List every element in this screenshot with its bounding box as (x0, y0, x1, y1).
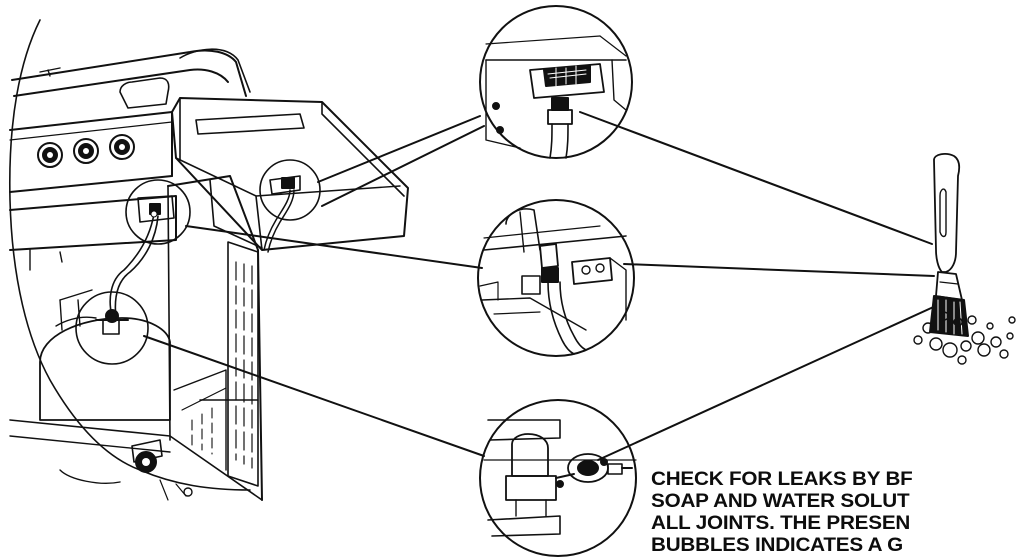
leak-check-instructions: CHECK FOR LEAKS BY BF SOAP AND WATER SOL… (651, 468, 1018, 557)
knob (109, 134, 135, 160)
joint-highlight (259, 159, 321, 221)
knob (73, 138, 99, 164)
zoom-detail-side-burner (479, 5, 633, 159)
caption-line: BUBBLES INDICATES A G (651, 534, 904, 556)
grill-illustration (8, 19, 409, 501)
propane-tank-illustration (39, 289, 171, 421)
caption-line: CHECK FOR LEAKS BY BF (651, 468, 913, 490)
caption-line: ALL JOINTS. THE PRESEN (651, 512, 911, 534)
joint-highlight (125, 179, 191, 245)
caption-line: SOAP AND WATER SOLUT (651, 490, 910, 512)
joint-highlight (75, 291, 149, 365)
knob (37, 142, 63, 168)
zoom-detail-regulator (477, 199, 635, 357)
callout-lines (143, 111, 941, 461)
caster-wheel (131, 439, 163, 473)
zoom-detail-tank-valve (479, 399, 637, 557)
brush-icon (913, 153, 1016, 365)
